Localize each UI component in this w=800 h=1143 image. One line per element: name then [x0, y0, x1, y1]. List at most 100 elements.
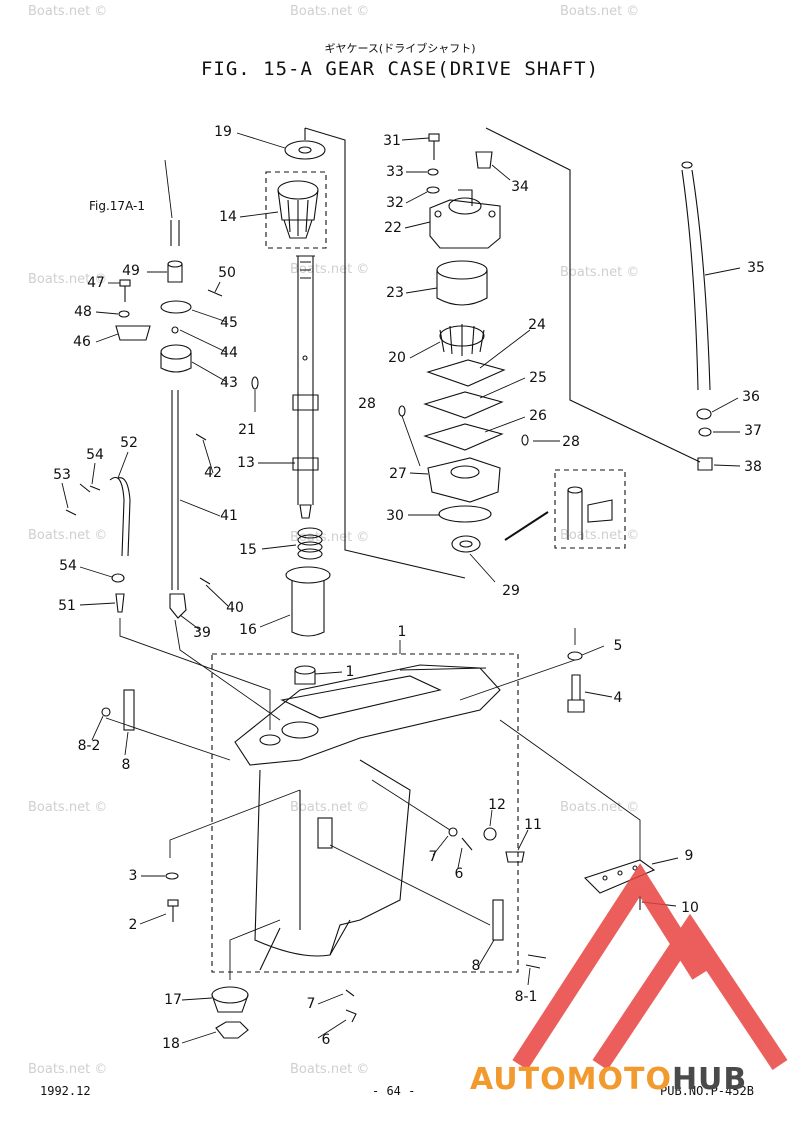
outer-plate-25 — [423, 391, 504, 419]
part-label-43: 43 — [220, 375, 238, 391]
part-label-54b: 54 — [59, 558, 77, 574]
leader-lines — [61, 132, 741, 1044]
impeller-20 — [439, 324, 485, 356]
part-label-45: 45 — [220, 315, 238, 331]
watermark: Boats.net © — [28, 272, 108, 287]
part-label-21: 21 — [238, 422, 256, 438]
bolt-2 — [167, 899, 179, 922]
part-label-33: 33 — [386, 164, 404, 180]
plate-46 — [115, 325, 151, 341]
watermark: Boats.net © — [28, 528, 108, 543]
part-label-5: 5 — [613, 638, 623, 654]
part-label-41: 41 — [220, 508, 238, 524]
part-label-37: 37 — [744, 423, 762, 439]
part-label-20: 20 — [388, 350, 406, 366]
part-label-42: 42 — [204, 465, 222, 481]
watermark: Boats.net © — [290, 1062, 370, 1077]
part-label-24: 24 — [528, 317, 546, 333]
part-label-54: 54 — [86, 447, 104, 463]
grommet-37 — [698, 427, 712, 437]
bushing-43 — [160, 344, 192, 373]
gasket-24 — [426, 359, 506, 387]
part-label-49: 49 — [122, 263, 140, 279]
part-label-34: 34 — [511, 179, 529, 195]
bolt-4 — [567, 674, 585, 713]
reference-label: Fig.17A-1 — [89, 199, 145, 213]
gasket-26 — [423, 423, 504, 451]
footer-date: 1992.12 — [40, 1084, 91, 1098]
part-label-27: 27 — [389, 466, 407, 482]
water-tube-35 — [681, 169, 711, 391]
gear-case-body — [234, 664, 501, 971]
part-label-1b: 1 — [345, 664, 355, 680]
sleeve-16 — [285, 566, 331, 637]
part-label-7: 7 — [428, 849, 438, 865]
part-label-51: 51 — [58, 598, 76, 614]
part-label-36: 36 — [742, 389, 760, 405]
brand-moto: MOTO — [566, 1062, 672, 1097]
part-label-8-1: 8-1 — [514, 989, 538, 1005]
oil-seal-29 — [451, 535, 481, 553]
part-label-6: 6 — [454, 866, 464, 882]
brand-wordmark: AUTOMOTOHUB — [470, 1062, 747, 1097]
part-label-26: 26 — [529, 408, 547, 424]
part-label-25: 25 — [529, 370, 547, 386]
watermark: Boats.net © — [560, 528, 640, 543]
part-label-10: 10 — [681, 900, 699, 916]
brand-auto: AUTO — [470, 1062, 567, 1097]
hose-52 — [109, 476, 131, 557]
part-label-18: 18 — [162, 1036, 180, 1052]
watermark: Boats.net © — [290, 4, 370, 19]
part-label-11: 11 — [524, 817, 542, 833]
part-label-40: 40 — [226, 600, 244, 616]
watermark: Boats.net © — [560, 265, 640, 280]
part-label-31: 31 — [383, 133, 401, 149]
part-label-50: 50 — [218, 265, 236, 281]
spring-15 — [297, 527, 323, 560]
watermark: Boats.net © — [560, 4, 640, 19]
part-label-23: 23 — [386, 285, 404, 301]
footer-publication-number: PUB.NO.P-452B — [660, 1084, 754, 1098]
watermark: Boats.net © — [560, 800, 640, 815]
part-label-12: 12 — [488, 797, 506, 813]
part-label-32: 32 — [386, 195, 404, 211]
part-label-7b: 7 — [306, 996, 316, 1012]
watermark: Boats.net © — [290, 800, 370, 815]
o-ring-30 — [438, 505, 492, 523]
connector-39 — [169, 593, 187, 619]
part-label-53: 53 — [53, 467, 71, 483]
watermark: Boats.net © — [28, 4, 108, 19]
o-ring-45 — [160, 300, 192, 314]
part-label-30: 30 — [386, 508, 404, 524]
pump-case-27 — [427, 457, 501, 503]
nut-18 — [215, 1021, 249, 1039]
part-label-14: 14 — [219, 209, 237, 225]
part-label-15: 15 — [239, 542, 257, 558]
grommet-36 — [696, 408, 712, 420]
part-label-19: 19 — [214, 124, 232, 140]
part-label-16: 16 — [239, 622, 257, 638]
shift-rod-41 — [171, 390, 179, 590]
woodruff-key-21 — [251, 376, 259, 390]
part-label-48: 48 — [74, 304, 92, 320]
watermark: Boats.net © — [290, 262, 370, 277]
part-label-28b: 28 — [562, 434, 580, 450]
part-label-35: 35 — [747, 260, 765, 276]
pin-50 — [207, 289, 223, 297]
part-label-3: 3 — [128, 868, 138, 884]
part-label-2: 2 — [128, 917, 138, 933]
watermark: Boats.net © — [28, 800, 108, 815]
part-label-22: 22 — [384, 220, 402, 236]
part-label-44: 44 — [220, 345, 238, 361]
part-label-28: 28 — [358, 396, 376, 412]
title-japanese: ギヤケース(ドライブシャフト) — [324, 42, 476, 55]
part-label-4: 4 — [613, 690, 623, 706]
part-label-1: 1 — [397, 624, 407, 640]
group-box — [211, 171, 626, 973]
watermark: Boats.net © — [290, 530, 370, 545]
part-label-46: 46 — [73, 334, 91, 350]
pinion-17 — [211, 986, 249, 1013]
